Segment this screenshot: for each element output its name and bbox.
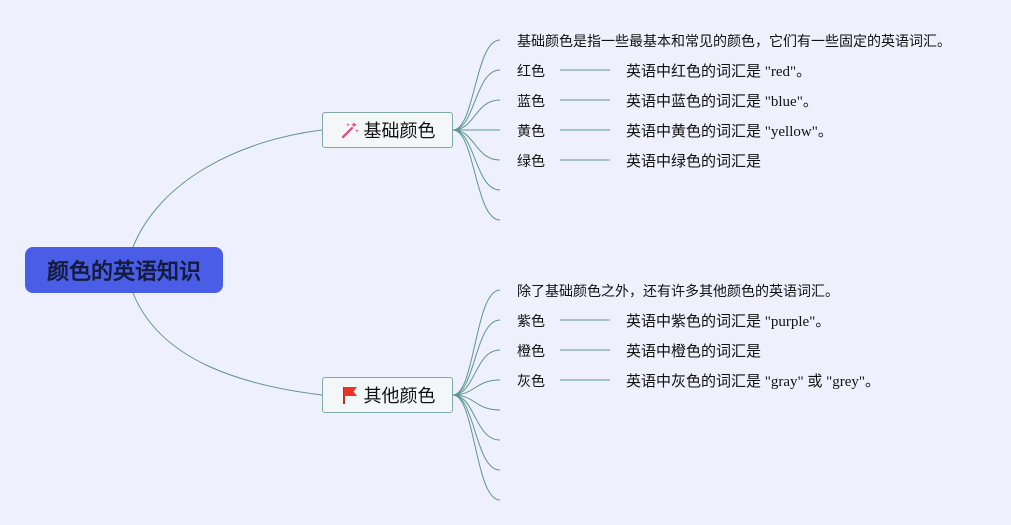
root-title: 颜色的英语知识 bbox=[46, 260, 201, 285]
connector-branch-to-leaf bbox=[452, 349, 501, 396]
intro-text: 除了基础颜色之外，还有许多其他颜色的英语词汇。 bbox=[517, 284, 839, 300]
connector-branch-to-leaf bbox=[452, 394, 501, 471]
connector-branch-to-leaf bbox=[452, 129, 501, 161]
color-detail-green[interactable]: 英语中绿色的词汇是 bbox=[626, 154, 762, 170]
color-detail-gray[interactable]: 英语中灰色的词汇是 "gray" 或 "grey"。 bbox=[626, 374, 881, 390]
color-detail-orange[interactable]: 英语中橙色的词汇是 bbox=[626, 344, 762, 360]
connector-root-to-branch bbox=[132, 129, 323, 248]
color-label-orange[interactable]: 橙色 bbox=[517, 344, 545, 360]
color-detail-yellow[interactable]: 英语中黄色的词汇是 "yellow"。 bbox=[626, 124, 833, 140]
branch-label: 其他颜色 bbox=[363, 386, 436, 407]
connector-root-to-branch bbox=[132, 292, 323, 396]
red-flag-icon bbox=[340, 385, 360, 405]
color-label-gray[interactable]: 灰色 bbox=[517, 374, 545, 390]
connector-branch-to-leaf bbox=[452, 379, 501, 396]
color-label-red[interactable]: 红色 bbox=[517, 64, 545, 80]
connector-branch-to-leaf bbox=[452, 289, 501, 396]
connector-branch-to-leaf bbox=[452, 69, 501, 131]
connector-branch-to-leaf bbox=[452, 394, 501, 441]
color-detail-blue[interactable]: 英语中蓝色的词汇是 "blue"。 bbox=[626, 94, 818, 110]
connector-branch-to-leaf bbox=[452, 39, 501, 131]
color-detail-purple[interactable]: 英语中紫色的词汇是 "purple"。 bbox=[626, 314, 831, 330]
branch-node-basic-colors[interactable]: 基础颜色 bbox=[322, 112, 453, 148]
color-label-green[interactable]: 绿色 bbox=[517, 154, 545, 170]
root-node[interactable]: 颜色的英语知识 bbox=[25, 247, 223, 293]
color-label-blue[interactable]: 蓝色 bbox=[517, 94, 545, 110]
color-detail-red[interactable]: 英语中红色的词汇是 "red"。 bbox=[626, 64, 812, 80]
connector-branch-to-leaf bbox=[452, 129, 501, 221]
intro-text: 基础颜色是指一些最基本和常见的颜色，它们有一些固定的英语词汇。 bbox=[517, 34, 951, 50]
branch-node-other-colors[interactable]: 其他颜色 bbox=[322, 377, 453, 413]
magic-wand-icon bbox=[340, 120, 360, 140]
color-label-purple[interactable]: 紫色 bbox=[517, 314, 545, 330]
color-label-yellow[interactable]: 黄色 bbox=[517, 124, 545, 140]
connector-branch-to-leaf bbox=[452, 129, 501, 191]
connector-branch-to-leaf bbox=[452, 319, 501, 396]
connector-branch-to-leaf bbox=[452, 394, 501, 501]
connector-branch-to-leaf bbox=[452, 99, 501, 131]
branch-label: 基础颜色 bbox=[363, 121, 436, 142]
